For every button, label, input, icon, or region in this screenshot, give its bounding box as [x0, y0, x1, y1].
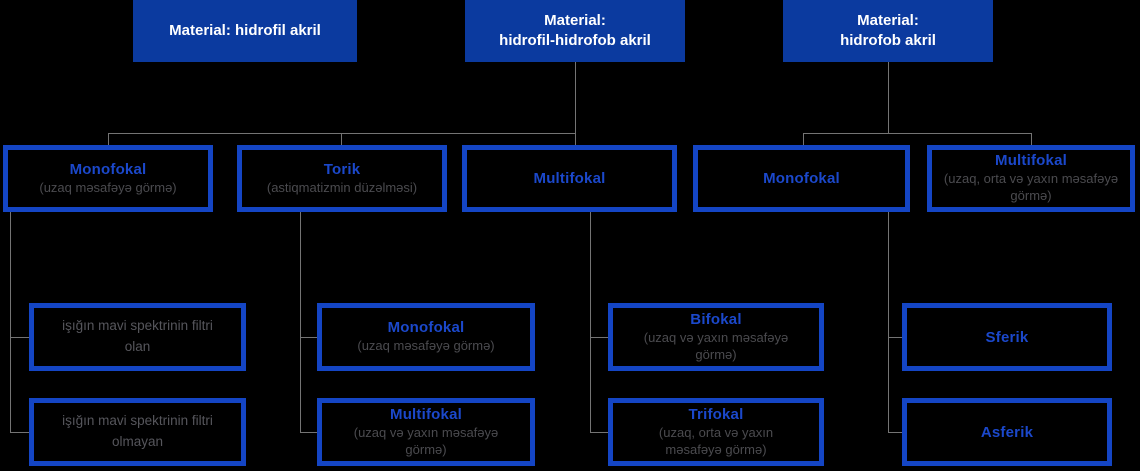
node-subtitle: (uzaq və yaxın məsafəyə görmə) [643, 329, 789, 362]
connector-line [300, 337, 317, 338]
connector-line [10, 212, 11, 433]
node-title: Multifokal [995, 152, 1067, 170]
material-label: Material: [544, 11, 606, 29]
connector-line [888, 337, 902, 338]
subtype-box-trifokal: Trifokal (uzaq, orta və yaxın məsafəyə g… [608, 398, 824, 466]
node-subtitle: (uzaq, orta və yaxın məsafəyə görmə) [658, 424, 774, 457]
connector-line [888, 62, 889, 133]
node-title: Torik [323, 160, 361, 178]
subtype-box-sferik: Sferik [902, 303, 1112, 371]
connector-line [108, 133, 109, 145]
type-box-monofokal: Monofokal (uzaq məsafəyə görmə) [3, 145, 213, 212]
type-box-torik: Torik (astiqmatizmin düzəlməsi) [237, 145, 447, 212]
connector-line [300, 212, 301, 433]
connector-line [10, 432, 29, 433]
connector-line [803, 133, 1032, 134]
node-subtitle: (uzaq məsafəyə görmə) [39, 179, 177, 195]
material-box-hidrofil: Material: hidrofil akril [133, 0, 357, 62]
subtype-box-multifokal: Multifokal (uzaq və yaxın məsafəyə görmə… [317, 398, 535, 466]
material-box-hidrofob: Material: hidrofob akril [783, 0, 993, 62]
material-label: hidrofil-hidrofob akril [499, 32, 651, 49]
connector-line [575, 62, 576, 145]
node-title: Monofokal [387, 319, 465, 337]
node-title: Trifokal [688, 405, 744, 423]
connector-line [888, 432, 902, 433]
type-box-multifokal: Multifokal [462, 145, 677, 212]
connector-line [341, 133, 342, 145]
node-subtitle: (astiqmatizmin düzəlməsi) [266, 179, 418, 195]
material-box-hidrofil-hidrofob: Material: hidrofil-hidrofob akril [465, 0, 685, 62]
node-title: Multifokal [390, 405, 462, 423]
connector-line [1031, 133, 1032, 145]
node-subtitle: (uzaq və yaxın məsafəyə görmə) [353, 424, 499, 457]
connector-line [10, 337, 29, 338]
type-box-monofokal-2: Monofokal [693, 145, 910, 212]
node-title: Sferik [985, 328, 1029, 346]
connector-line [590, 212, 591, 433]
node-title: Monofokal [69, 160, 147, 178]
connector-line [108, 133, 576, 134]
node-title: Multifokal [533, 170, 606, 187]
node-subtitle: (uzaq məsafəyə görmə) [357, 338, 495, 354]
subtype-box-asferik: Asferik [902, 398, 1112, 466]
type-box-multifokal-2: Multifokal (uzaq, orta və yaxın məsafəyə… [927, 145, 1135, 212]
subtype-box-bifokal: Bifokal (uzaq və yaxın məsafəyə görmə) [608, 303, 824, 371]
node-subtitle: (uzaq, orta və yaxın məsafəyə görmə) [943, 171, 1119, 203]
connector-line [590, 337, 608, 338]
connector-line [888, 212, 889, 433]
node-title: Bifokal [690, 310, 742, 328]
node-text: işığın mavi spektrinin filtri olmayan [62, 413, 213, 449]
node-title: Asferik [980, 423, 1034, 441]
subtype-box-filter: işığın mavi spektrinin filtri olan [29, 303, 246, 371]
subtype-box-no-filter: işığın mavi spektrinin filtri olmayan [29, 398, 246, 466]
subtype-box-monofokal: Monofokal (uzaq məsafəyə görmə) [317, 303, 535, 371]
connector-line [803, 133, 804, 145]
connector-line [590, 432, 608, 433]
material-label: Material: [857, 11, 919, 29]
connector-line [300, 432, 317, 433]
node-text: işığın mavi spektrinin filtri olan [62, 318, 213, 354]
material-label: Material: hidrofil akril [169, 21, 321, 39]
node-title: Monofokal [763, 170, 840, 187]
material-label: hidrofob akril [840, 32, 936, 49]
